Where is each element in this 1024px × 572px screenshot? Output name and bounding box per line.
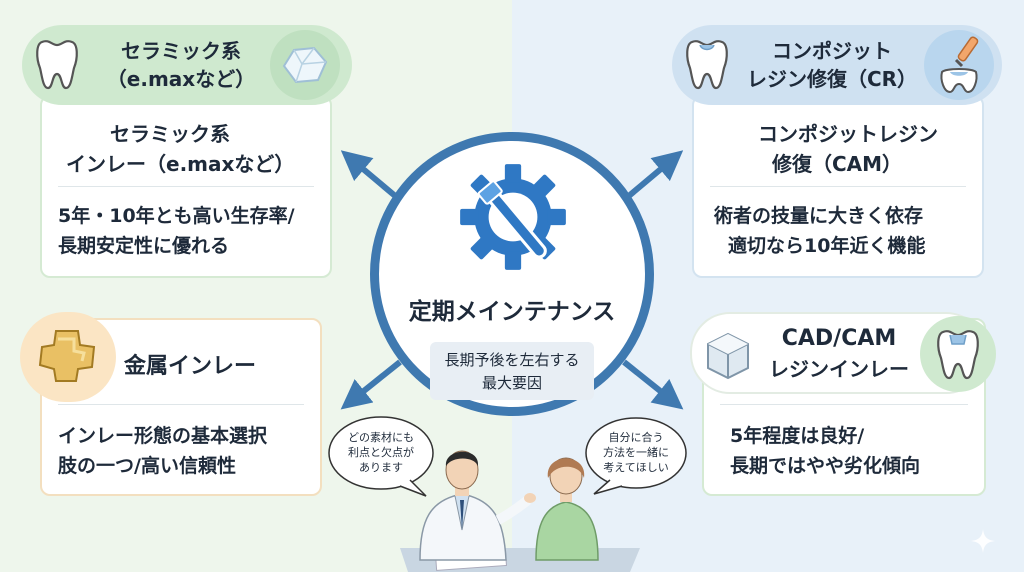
gear-toothbrush-icon — [452, 156, 574, 282]
composite-title-line2: レジン修復（CR） — [746, 67, 918, 91]
metal-desc-line1: インレー形態の基本選択 — [58, 425, 268, 447]
ceramic-title-line1: セラミック系 — [121, 39, 241, 63]
bubble-left-line2: 利点と欠点が — [348, 446, 414, 459]
composite-desc-line1: 術者の技量に大きく依存 — [714, 205, 924, 227]
tooth-icon — [32, 36, 82, 98]
composite-name-line2: 修復（CAM） — [772, 152, 903, 176]
resin-block-icon — [700, 326, 756, 386]
tooth-filling-icon — [682, 36, 732, 98]
bubble-right-line1: 自分に合う — [608, 431, 664, 444]
doctor-figure — [419, 450, 536, 561]
ceramic-divider — [58, 186, 314, 187]
cadcam-title-line2: レジンインレー — [769, 357, 909, 381]
center-title: 定期メインテナンス — [408, 299, 616, 325]
cadcam-desc-line1: 5年程度は良好/ — [730, 425, 865, 447]
cadcam-title-line1: CAD/CAM — [781, 326, 897, 351]
center-subtitle-line1: 長期予後を左右する — [444, 351, 580, 369]
metal-desc-line2: 肢の一つ/高い信頼性 — [58, 455, 236, 477]
patient-figure — [535, 457, 599, 561]
composite-title-line1: コンポジット — [772, 39, 892, 63]
ceramic-crystal-icon — [268, 28, 342, 106]
ceramic-desc-line1: 5年・10年とも高い生存率/ — [58, 205, 295, 227]
center-subtitle-line2: 最大要因 — [481, 374, 542, 392]
arrow-bottom-left — [340, 359, 402, 410]
cadcam-desc-line2: 長期ではやや劣化傾向 — [730, 455, 921, 477]
metal-divider — [58, 404, 304, 405]
composite-name-line1: コンポジットレジン — [758, 122, 938, 146]
metal-title: 金属インレー — [124, 354, 257, 379]
center-subtitle-box — [430, 342, 594, 400]
composite-divider — [710, 186, 966, 187]
cadcam-divider — [720, 404, 968, 405]
ceramic-title-line2: （e.maxなど） — [106, 67, 256, 91]
arrow-bottom-right — [622, 359, 684, 410]
ceramic-name-line1: セラミック系 — [110, 122, 230, 146]
arrow-top-left — [340, 150, 402, 203]
bubble-left-line3: あります — [359, 461, 403, 474]
bubble-right-line2: 方法を一緒に — [603, 446, 669, 459]
arrow-top-right — [622, 150, 684, 203]
bubble-left-line1: どの素材にも — [348, 431, 414, 444]
ceramic-name-line2: インレー（e.maxなど） — [66, 152, 295, 176]
sparkle-icon — [970, 528, 996, 558]
gold-inlay-icon — [34, 325, 100, 391]
dental-applicator-icon — [922, 28, 996, 106]
composite-desc-line2: 適切なら10年近く機能 — [728, 235, 926, 257]
bubble-right-line3: 考えてほしい — [603, 461, 669, 474]
tooth-inlay-icon — [918, 314, 998, 398]
ceramic-desc-line2: 長期安定性に優れる — [58, 235, 230, 257]
